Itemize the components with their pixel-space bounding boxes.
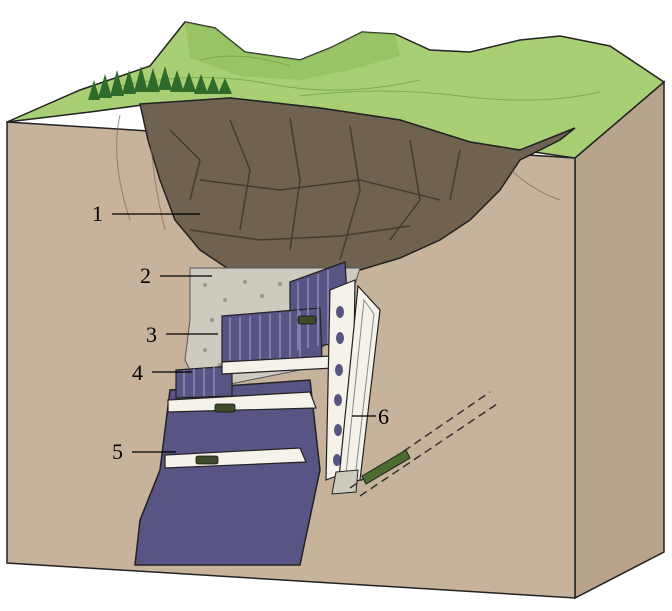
caved-rock-zone bbox=[139, 97, 576, 277]
label-2: 2 bbox=[140, 263, 151, 288]
cave-fringe bbox=[116, 111, 561, 231]
label-5: 5 bbox=[112, 439, 123, 464]
haulage-tunnel bbox=[349, 391, 501, 497]
leader-lines bbox=[112, 213, 376, 453]
trees bbox=[88, 66, 232, 100]
label-3: 3 bbox=[146, 322, 157, 347]
grass-shading bbox=[185, 22, 400, 80]
caved-rock-texture bbox=[169, 117, 461, 261]
pillar-openings bbox=[333, 306, 344, 466]
label-4: 4 bbox=[132, 360, 143, 385]
loaders bbox=[195, 315, 317, 465]
label-1: 1 bbox=[92, 201, 103, 226]
ore-pass-shaft bbox=[337, 284, 381, 489]
ground-side-face bbox=[574, 80, 665, 600]
undercut-levels bbox=[175, 261, 351, 399]
label-6: 6 bbox=[378, 404, 389, 429]
shaft-bottom bbox=[331, 469, 359, 495]
